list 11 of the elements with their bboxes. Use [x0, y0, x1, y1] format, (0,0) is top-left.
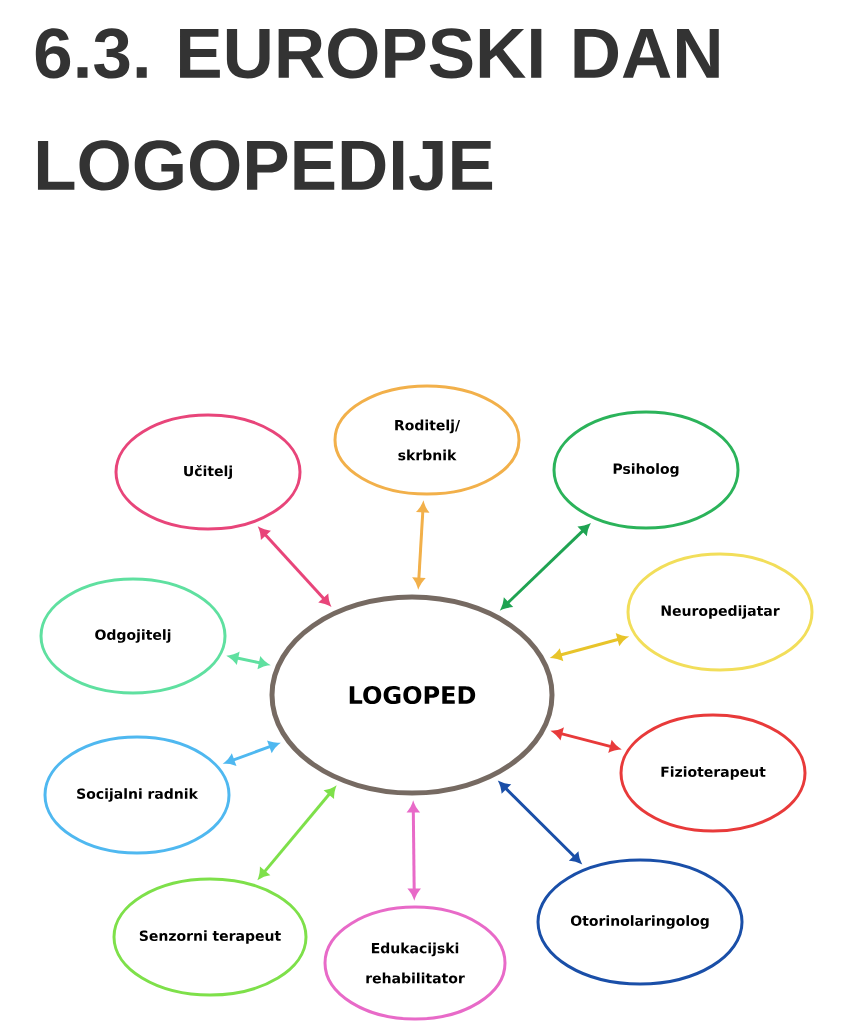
double-arrow [551, 633, 628, 661]
double-arrow [552, 728, 620, 752]
double-arrow [258, 527, 331, 606]
double-arrow [499, 781, 582, 864]
double-arrow [407, 802, 420, 899]
title: 6.3. EUROPSKI DAN LOGOPEDIJE [35, 28, 719, 191]
double-arrow [224, 741, 279, 766]
double-arrow [501, 524, 590, 610]
double-arrow [258, 786, 336, 879]
double-arrow [228, 652, 269, 669]
double-arrow [413, 502, 429, 588]
